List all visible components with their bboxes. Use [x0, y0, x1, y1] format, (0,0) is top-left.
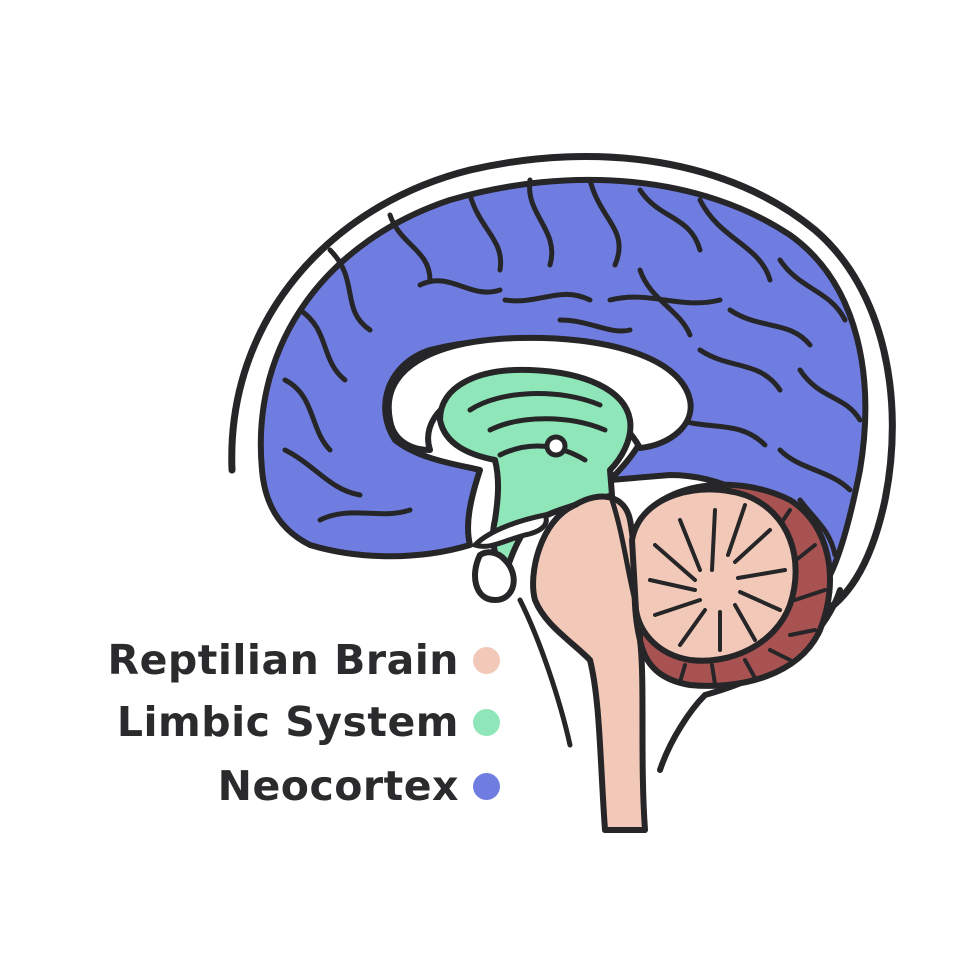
- legend-swatch: [473, 772, 500, 800]
- limbic-node: [544, 434, 568, 458]
- legend-item-neocortex: Neocortex: [218, 756, 520, 816]
- cerebellum-folds: [648, 503, 787, 652]
- limbic-folds: [467, 391, 608, 463]
- stem-back-line: [517, 597, 573, 748]
- legend-label: Limbic System: [116, 698, 459, 746]
- legend-item-limbic-system: Limbic System: [117, 692, 520, 752]
- legend-label: Reptilian Brain: [107, 636, 459, 684]
- skull-outline: [228, 153, 896, 619]
- neocortex-folds: [282, 177, 863, 558]
- legend-swatch: [473, 708, 500, 736]
- optic-stalk: [470, 512, 549, 549]
- pituitary: [472, 549, 517, 604]
- brainstem: [530, 493, 648, 833]
- cerebellum: [629, 486, 799, 664]
- legend-label: Neocortex: [217, 762, 459, 810]
- legend-swatch: [473, 646, 500, 674]
- legend-item-reptilian-brain: Reptilian Brain: [108, 630, 521, 690]
- corpus-callosum: [385, 334, 694, 453]
